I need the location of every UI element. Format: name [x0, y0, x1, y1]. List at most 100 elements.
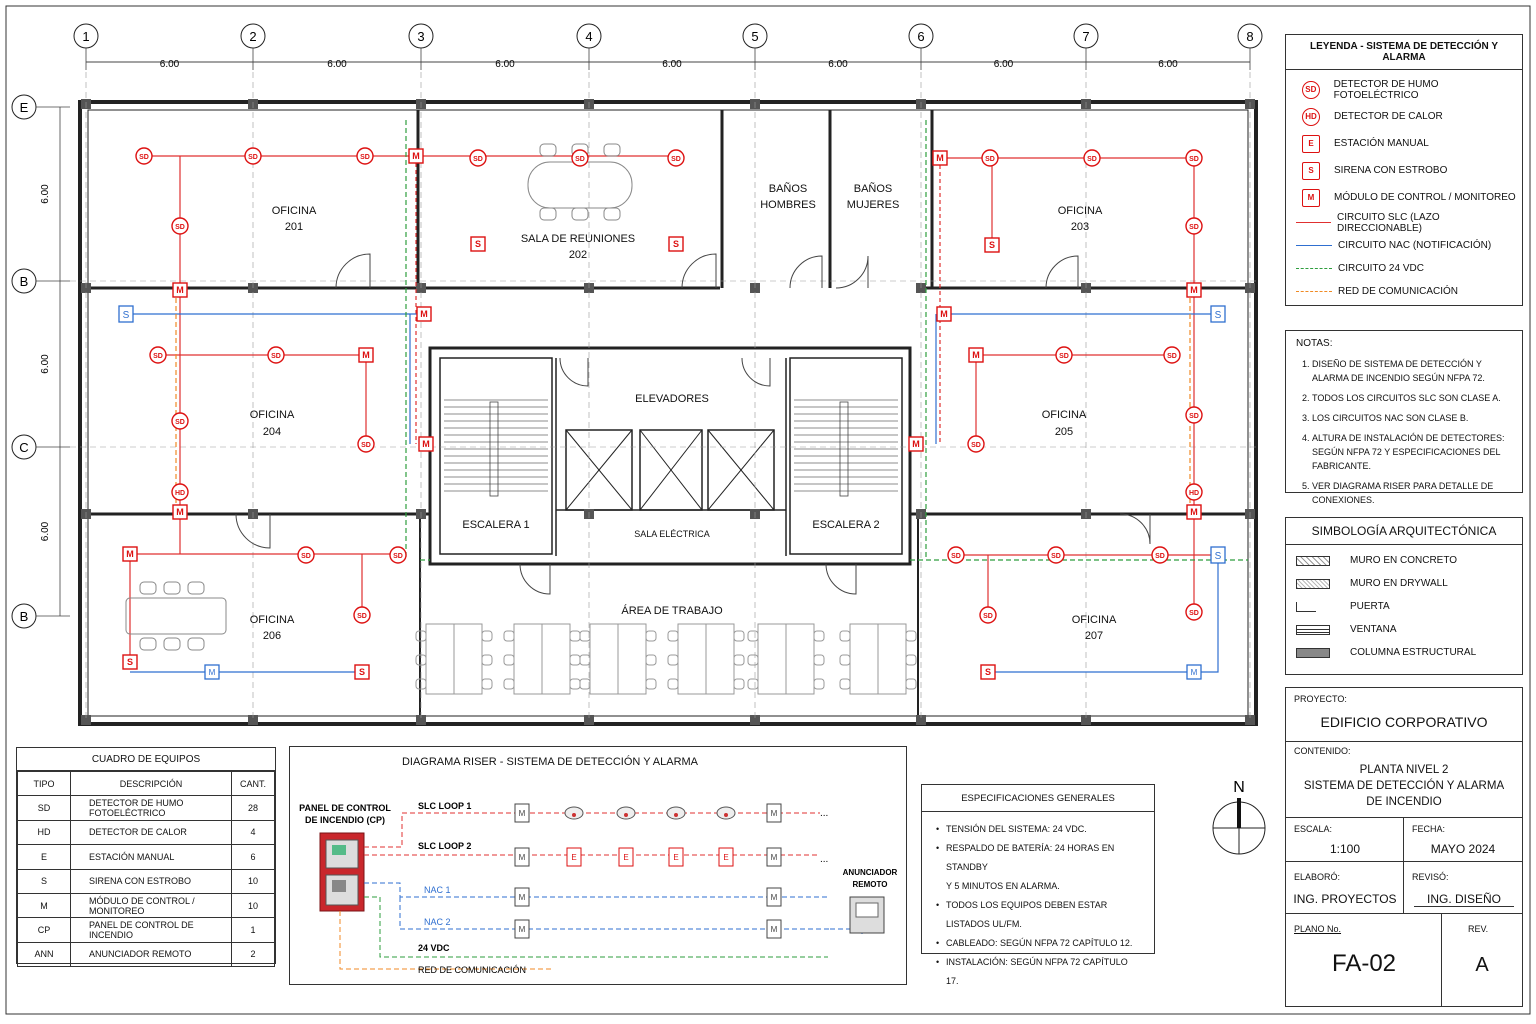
- sd-device-icon[interactable]: SD: [1055, 346, 1073, 364]
- sd-device-icon[interactable]: SD: [389, 546, 407, 564]
- legend-item-label: DETECTOR DE HUMO FOTOELÉCTRICO: [1333, 78, 1439, 101]
- sd-device-label: SD: [1167, 353, 1177, 360]
- s-device-icon[interactable]: S: [984, 237, 1000, 253]
- sd-device-icon[interactable]: SD: [469, 149, 487, 167]
- sd-device-icon[interactable]: SD: [356, 147, 374, 165]
- sd-device-icon[interactable]: SD: [353, 606, 371, 624]
- s-device-icon[interactable]: S: [122, 654, 138, 670]
- sd-device-icon[interactable]: SD: [981, 149, 999, 167]
- sd-device-icon[interactable]: SD: [1185, 217, 1203, 235]
- m-device-icon[interactable]: M: [968, 347, 984, 363]
- grid-col-bubble-2: 2: [240, 23, 266, 70]
- m-device-icon[interactable]: M: [932, 150, 948, 166]
- chair: [139, 637, 157, 651]
- sd-device-icon[interactable]: SD: [1151, 546, 1169, 564]
- m-device-icon[interactable]: M: [418, 436, 434, 452]
- m-device-label: M: [422, 439, 430, 449]
- sd-device-icon[interactable]: SD: [571, 149, 589, 167]
- sd-device-icon[interactable]: SD: [1185, 603, 1203, 621]
- riser-slc1-label: SLC LOOP 1: [418, 801, 471, 811]
- sd-device-icon[interactable]: SD: [1083, 149, 1101, 167]
- m-device-icon[interactable]: M: [936, 306, 952, 322]
- dimension-label: 6.00: [327, 59, 347, 70]
- strobe-icon[interactable]: S: [1210, 546, 1226, 564]
- riser-annunciator-label-2: REMOTO: [853, 880, 888, 889]
- sd-device-icon[interactable]: SD: [1047, 546, 1065, 564]
- arch-item-label: PUERTA: [1350, 601, 1390, 612]
- module-label: M: [1191, 668, 1198, 677]
- m-device-label: M: [412, 151, 420, 161]
- sd-device-icon[interactable]: SD: [967, 435, 985, 453]
- module-icon[interactable]: M: [1186, 664, 1202, 680]
- grid-lines: [70, 72, 1256, 720]
- tb-contenido-line-2: SISTEMA DE DETECCIÓN Y ALARMA: [1303, 780, 1505, 792]
- s-device-icon[interactable]: S: [668, 236, 684, 252]
- tb-fecha-value: MAYO 2024: [1430, 842, 1496, 856]
- sd-device-icon[interactable]: SD: [1185, 149, 1203, 167]
- module-icon[interactable]: M: [204, 664, 220, 680]
- equipment-title: CUADRO DE EQUIPOS: [17, 748, 275, 771]
- sd-device-label: SD: [271, 353, 281, 360]
- sd-device-icon[interactable]: SD: [947, 546, 965, 564]
- grid-row-bubble-E: E: [11, 94, 70, 120]
- sd-device-icon[interactable]: SD: [1185, 406, 1203, 424]
- m-device-label: M: [176, 507, 184, 517]
- tb-escala: ESCALA: 1:100: [1286, 818, 1404, 862]
- sd-device-label: SD: [971, 442, 981, 449]
- m-device-icon[interactable]: M: [416, 306, 432, 322]
- note-item: VER DIAGRAMA RISER PARA DETALLE DE CONEX…: [1312, 479, 1512, 507]
- sd-device-label: SD: [139, 154, 149, 161]
- hd-device-icon[interactable]: HD: [171, 483, 189, 501]
- table-cell: ANN: [17, 941, 71, 968]
- sd-device-label: SD: [357, 613, 367, 620]
- sd-device-icon[interactable]: SD: [267, 346, 285, 364]
- table-cell: 10: [231, 868, 275, 894]
- m-device-icon[interactable]: M: [1186, 504, 1202, 520]
- s-device-label: S: [673, 239, 679, 249]
- legend-line-3: RED DE COMUNICACIÓN: [1286, 280, 1522, 303]
- riser-panel: DIAGRAMA RISER - SISTEMA DE DETECCIÓN Y …: [289, 746, 907, 985]
- riser-module-icon: M: [766, 803, 782, 823]
- m-device-icon[interactable]: M: [408, 148, 424, 164]
- sd-device-icon[interactable]: SD: [667, 149, 685, 167]
- legend-line-label: CIRCUITO SLC (LAZO DIRECCIONABLE): [1336, 211, 1440, 234]
- sd-device-icon[interactable]: SD: [171, 217, 189, 235]
- m-device-label: M: [126, 549, 134, 559]
- sd-device-icon[interactable]: SD: [357, 435, 375, 453]
- s-device-label: S: [359, 667, 365, 677]
- sd-device-icon[interactable]: SD: [149, 346, 167, 364]
- table-cell: 6: [231, 844, 275, 870]
- sd-device-icon[interactable]: SD: [1163, 346, 1181, 364]
- sd-device-icon[interactable]: SD: [979, 606, 997, 624]
- m-device-icon[interactable]: M: [172, 504, 188, 520]
- specs-title: ESPECIFICACIONES GENERALES: [922, 785, 1154, 812]
- tb-proyecto: PROYECTO: EDIFICIO CORPORATIVO: [1286, 688, 1522, 742]
- sd-device-icon[interactable]: SD: [244, 147, 262, 165]
- s-device-icon[interactable]: S: [470, 236, 486, 252]
- riser-slc2-label: SLC LOOP 2: [418, 841, 471, 851]
- m-device-icon[interactable]: M: [358, 347, 374, 363]
- sd-device-icon[interactable]: SD: [171, 412, 189, 430]
- m-device-icon[interactable]: M: [172, 282, 188, 298]
- conference-table: [527, 161, 633, 209]
- sd-device-label: SD: [393, 553, 403, 560]
- m-device-label: M: [936, 153, 944, 163]
- m-device-icon[interactable]: M: [1186, 282, 1202, 298]
- grid-col-label: 3: [417, 29, 424, 44]
- s-device-icon[interactable]: S: [980, 664, 996, 680]
- m-device-icon[interactable]: M: [122, 546, 138, 562]
- m-device-icon[interactable]: M: [908, 436, 924, 452]
- arch-item-label: COLUMNA ESTRUCTURAL: [1350, 647, 1477, 658]
- s-device-label: S: [475, 239, 481, 249]
- hd-device-icon[interactable]: HD: [1185, 483, 1203, 501]
- s-device-icon[interactable]: S: [354, 664, 370, 680]
- room-207-name: OFICINA: [1072, 614, 1117, 626]
- table-cell: DETECTOR DE CALOR: [70, 819, 232, 846]
- strobe-icon[interactable]: S: [1210, 305, 1226, 323]
- sd-device-icon[interactable]: SD: [135, 147, 153, 165]
- sd-device-icon[interactable]: SD: [297, 546, 315, 564]
- arch-item-label: MURO EN CONCRETO: [1350, 555, 1458, 566]
- strobe-icon[interactable]: S: [118, 305, 134, 323]
